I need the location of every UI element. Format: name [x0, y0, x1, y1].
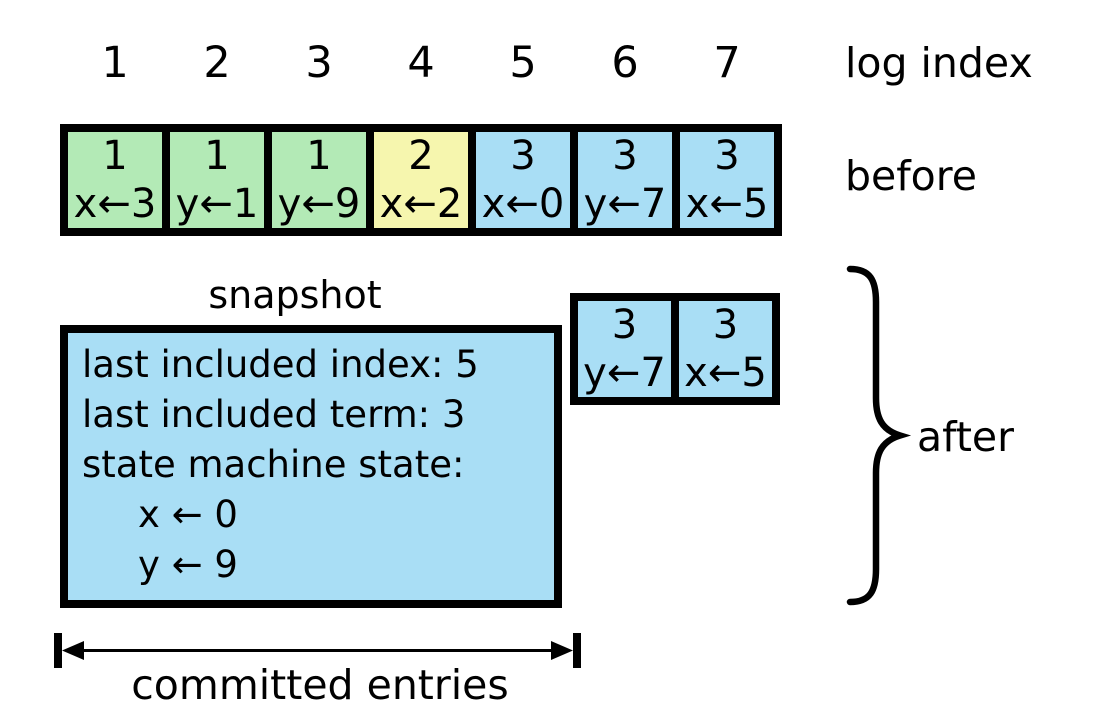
entry-command: x←5 [685, 181, 769, 227]
log-index-number: 4 [407, 38, 435, 88]
log-index-number: 7 [713, 38, 741, 88]
log-index-number: 2 [203, 38, 231, 88]
log-index-row: 1 2 3 4 5 6 7 [60, 36, 782, 90]
snapshot-state-x: x ← 0 [138, 493, 238, 536]
snapshot-label: snapshot [208, 273, 382, 317]
after-label: after [917, 413, 1014, 461]
committed-range-arrow-icon [54, 633, 581, 668]
entry-term: 3 [712, 302, 739, 348]
snapshot-state-machine-heading: state machine state: [82, 443, 465, 486]
snapshot-box: last included index: 5 last included ter… [60, 325, 562, 608]
log-index-number: 1 [101, 38, 129, 88]
log-index-number: 3 [305, 38, 333, 88]
entry-command: x←0 [481, 181, 565, 227]
entry-term: 3 [612, 133, 638, 179]
entry-term: 1 [306, 133, 332, 179]
after-brace-icon [846, 265, 912, 606]
entry-command: y←7 [583, 350, 666, 396]
log-index-number: 6 [611, 38, 639, 88]
entry-term: 1 [204, 133, 230, 179]
committed-entries-label: committed entries [131, 661, 509, 709]
entry-command: y←1 [175, 181, 259, 227]
entry-command: y←9 [277, 181, 361, 227]
entry-term: 3 [611, 302, 638, 348]
entry-command: x←2 [379, 181, 463, 227]
snapshot-last-included-index: last included index: 5 [82, 343, 479, 386]
entry-command: y←7 [583, 181, 667, 227]
log-index-label: log index [845, 39, 1033, 87]
entry-command: x←3 [73, 181, 157, 227]
entry-term: 3 [714, 133, 740, 179]
log-index-number: 5 [509, 38, 537, 88]
snapshot-last-included-term: last included term: 3 [82, 393, 466, 436]
before-label: before [845, 152, 977, 200]
entry-term: 3 [510, 133, 536, 179]
entry-term: 1 [102, 133, 128, 179]
entry-command: x←5 [684, 350, 767, 396]
snapshot-state-y: y ← 9 [138, 543, 238, 586]
entry-term: 2 [408, 133, 434, 179]
